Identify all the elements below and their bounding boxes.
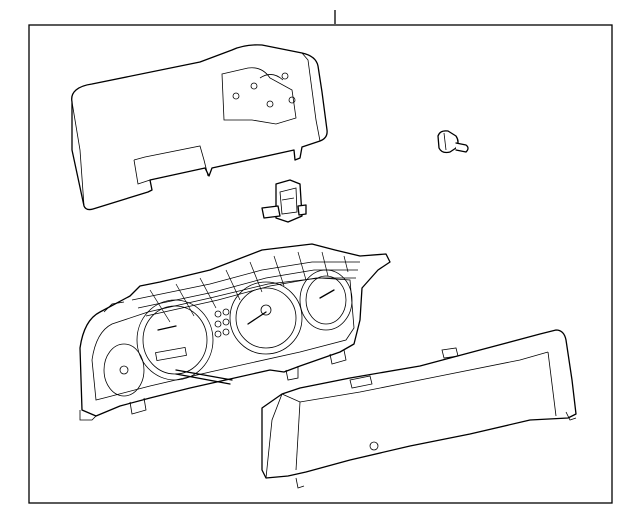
connector-bracket[interactable] [261,179,307,223]
front-lens-panel[interactable] [261,329,577,489]
gauge-cluster[interactable] [79,243,391,421]
diagram-frame [28,24,613,504]
upper-cover[interactable] [71,44,328,211]
clip-fastener[interactable] [437,130,469,154]
